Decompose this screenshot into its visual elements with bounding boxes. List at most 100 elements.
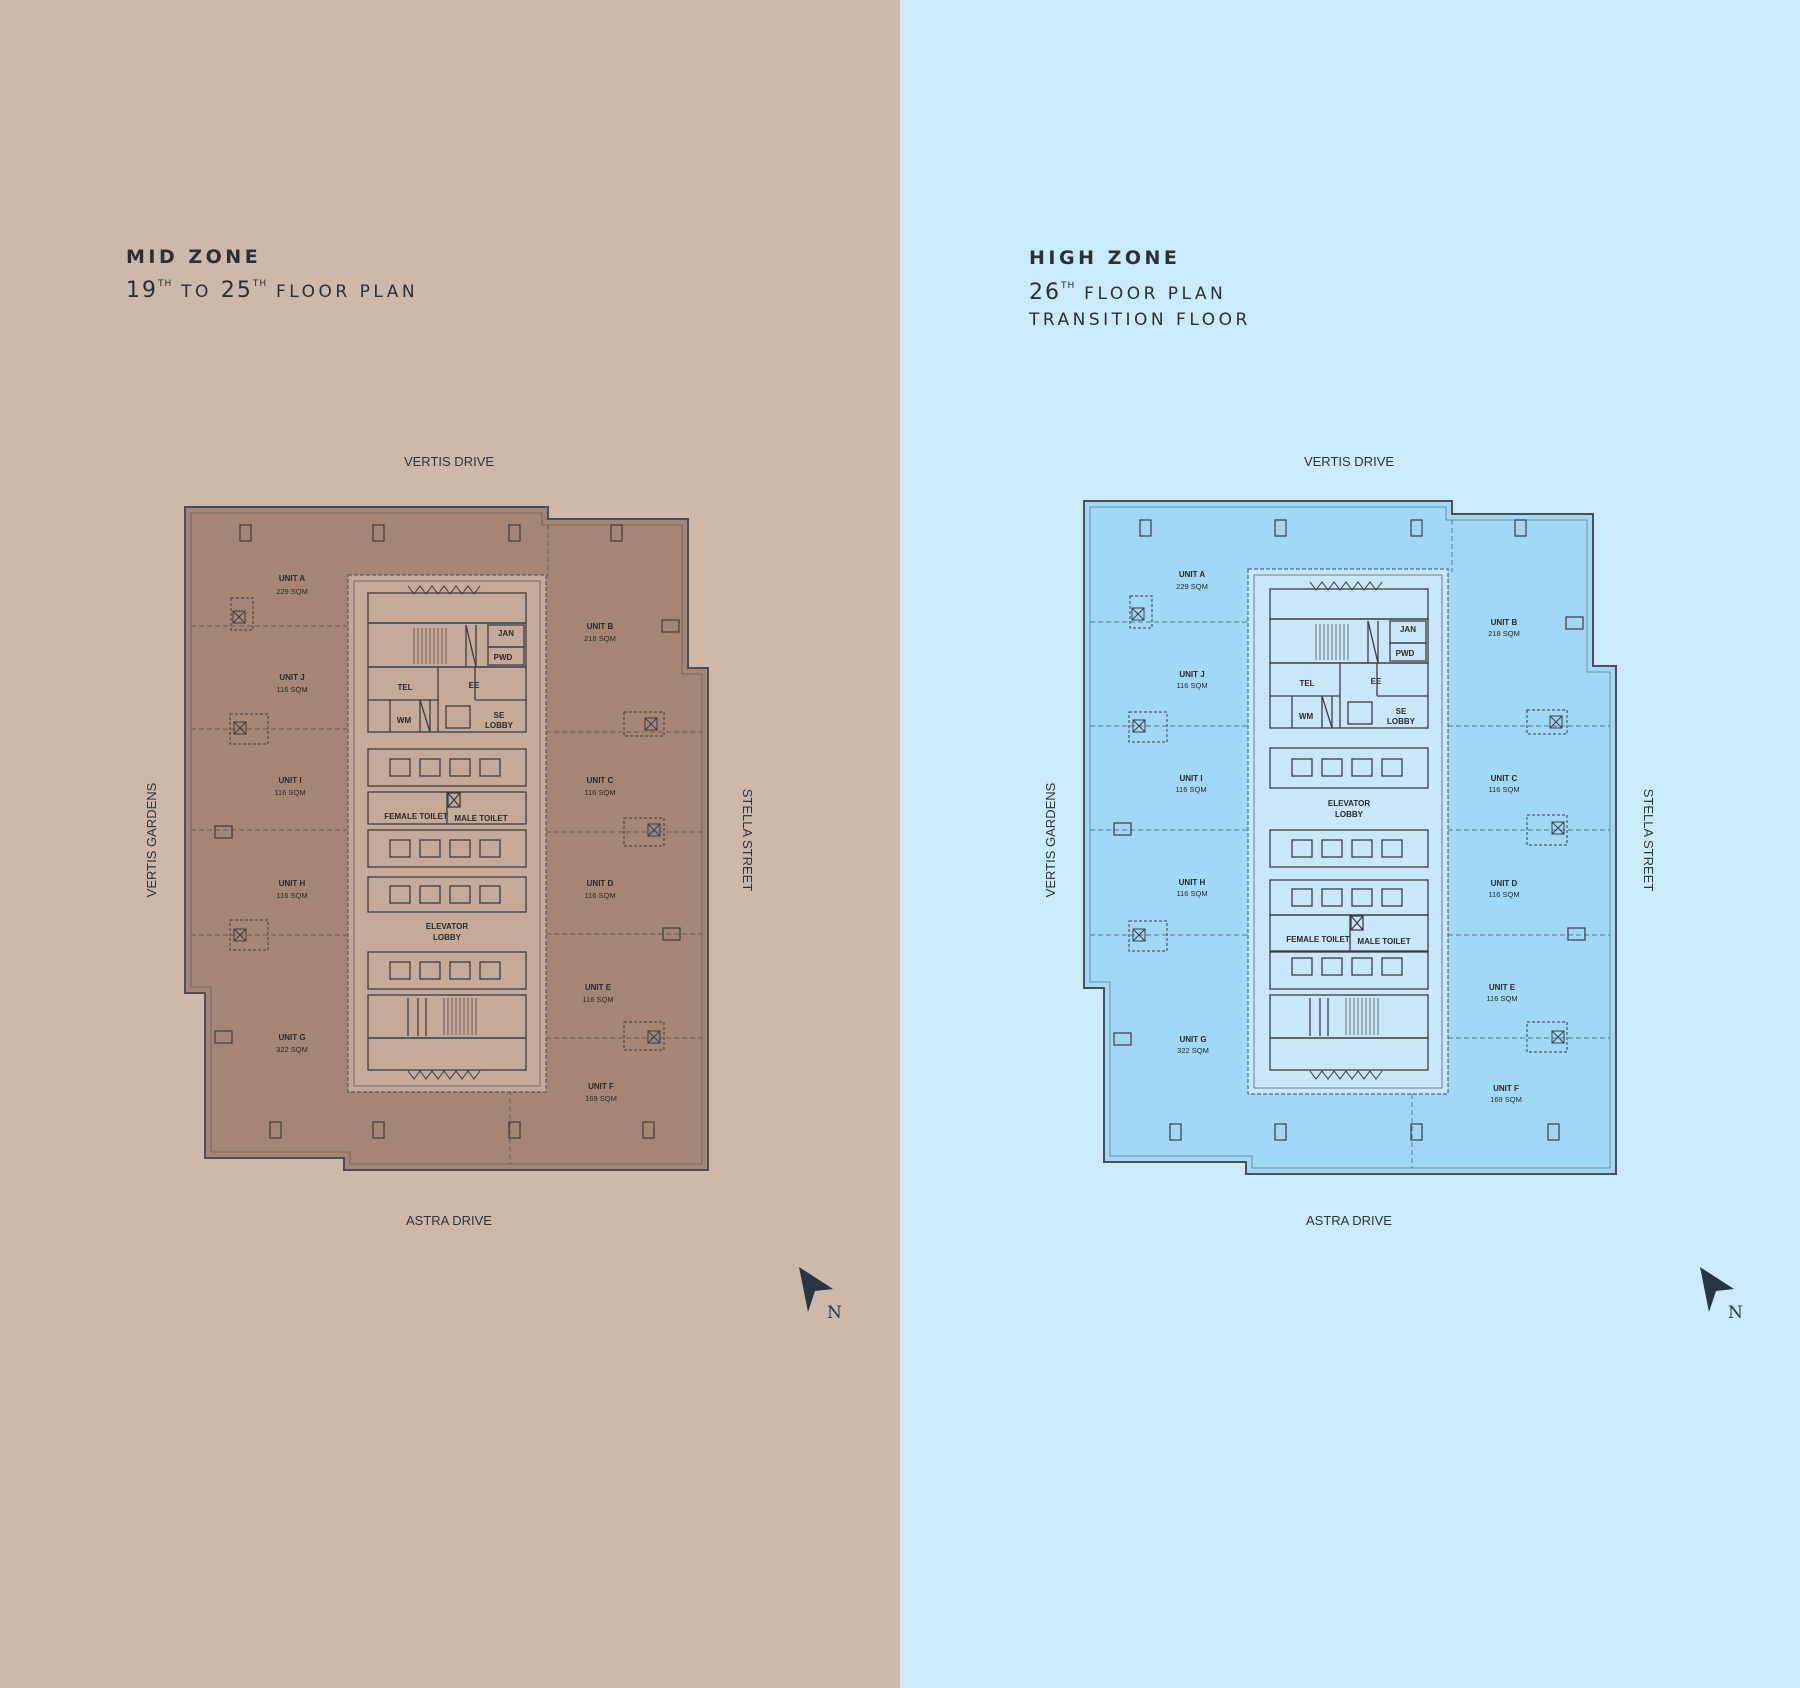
floor-subtitle: TRANSITION FLOOR xyxy=(1029,310,1251,330)
unit-j-area: 116 SQM xyxy=(1176,681,1207,690)
floor-plan-label: FLOOR PLAN xyxy=(276,282,419,302)
floor-from: 26 xyxy=(1029,280,1061,305)
unit-j-area: 116 SQM xyxy=(276,685,307,694)
unit-g-area: 322 SQM xyxy=(1177,1046,1209,1055)
street-right: STELLA STREET xyxy=(1641,789,1656,892)
unit-f-area: 169 SQM xyxy=(1490,1095,1522,1104)
unit-dividers xyxy=(1090,520,1610,1168)
column-markers xyxy=(1113,519,1586,1141)
north-arrow-icon: N xyxy=(1700,1267,1743,1323)
building-outline-inner xyxy=(190,512,703,1165)
unit-dividers xyxy=(191,525,702,1164)
unit-e-area: 116 SQM xyxy=(1486,994,1517,1003)
room-jan: JAN xyxy=(498,629,514,638)
unit-i-area: 116 SQM xyxy=(1175,785,1206,794)
unit-b-name: UNIT B xyxy=(1491,618,1518,627)
unit-b-area: 218 SQM xyxy=(584,634,616,643)
unit-h-area: 116 SQM xyxy=(276,891,307,900)
north-arrow-icon: N xyxy=(799,1267,842,1323)
floor-range: 19TH TO 25TH FLOOR PLAN xyxy=(126,278,418,303)
unit-d-name: UNIT D xyxy=(1491,879,1518,888)
unit-a-area: 229 SQM xyxy=(1176,582,1208,591)
mid-zone-panel: MID ZONE 19TH TO 25TH FLOOR PLAN VERTIS … xyxy=(0,0,900,1688)
room-male-toilet: MALE TOILET xyxy=(1357,937,1410,946)
core-inner-boundary xyxy=(1253,574,1443,1089)
fan-coil-symbols xyxy=(229,597,665,1051)
unit-labels: UNIT A 229 SQM UNIT B 218 SQM UNIT J 116… xyxy=(1175,570,1521,1104)
column-markers xyxy=(214,524,681,1139)
room-tel: TEL xyxy=(397,683,412,692)
room-elevator-lobby: ELEVATOR xyxy=(1328,799,1370,808)
zone-title: MID ZONE xyxy=(126,246,262,268)
room-female-toilet: FEMALE TOILET xyxy=(384,812,448,821)
unit-c-area: 116 SQM xyxy=(1488,785,1519,794)
unit-e-area: 116 SQM xyxy=(582,995,613,1004)
north-label: N xyxy=(1728,1303,1743,1323)
street-left: VERTIS GARDENS xyxy=(144,782,159,897)
unit-g-name: UNIT G xyxy=(1179,1035,1206,1044)
unit-c-name: UNIT C xyxy=(587,776,614,785)
room-elevator-lobby: ELEVATOR xyxy=(426,922,468,931)
floor-joiner: TO xyxy=(181,282,212,302)
unit-d-area: 116 SQM xyxy=(584,891,615,900)
zone-title: HIGH ZONE xyxy=(1029,247,1181,269)
core-details xyxy=(367,585,527,1080)
room-se-lobby: LOBBY xyxy=(1387,717,1416,726)
floor-from-suffix: TH xyxy=(158,279,173,289)
room-wm: WM xyxy=(1299,712,1314,721)
unit-h-name: UNIT H xyxy=(279,879,306,888)
unit-f-name: UNIT F xyxy=(1493,1084,1519,1093)
unit-j-name: UNIT J xyxy=(279,673,304,682)
core-boundary xyxy=(347,574,547,1093)
unit-e-name: UNIT E xyxy=(585,983,612,992)
unit-b-area: 218 SQM xyxy=(1488,629,1520,638)
unit-labels: UNIT A 229 SQM UNIT B 218 SQM UNIT J 116… xyxy=(274,574,616,1103)
floor-to-suffix: TH xyxy=(252,279,268,289)
unit-c-area: 116 SQM xyxy=(584,788,615,797)
unit-b-name: UNIT B xyxy=(587,622,614,631)
room-pwd: PWD xyxy=(494,653,513,662)
floor-plan-drawing: VERTIS DRIVE ASTRA DRIVE VERTIS GARDENS … xyxy=(1043,454,1743,1323)
street-right: STELLA STREET xyxy=(740,789,755,892)
fan-coil-symbols xyxy=(1128,595,1568,1053)
core-details xyxy=(1269,581,1429,1080)
room-ee: EE xyxy=(469,681,480,690)
street-left: VERTIS GARDENS xyxy=(1043,782,1058,897)
street-top: VERTIS DRIVE xyxy=(404,454,494,469)
core-inner-boundary xyxy=(353,580,541,1087)
unit-g-name: UNIT G xyxy=(278,1033,305,1042)
room-pwd: PWD xyxy=(1396,649,1415,658)
floor-from: 19 xyxy=(126,278,158,303)
unit-i-area: 116 SQM xyxy=(274,788,305,797)
room-female-toilet: FEMALE TOILET xyxy=(1286,935,1350,944)
floor-from-suffix: TH xyxy=(1061,281,1076,291)
unit-i-name: UNIT I xyxy=(1179,774,1202,783)
room-tel: TEL xyxy=(1299,679,1314,688)
north-label: N xyxy=(827,1303,842,1323)
room-se-lobby: LOBBY xyxy=(485,721,514,730)
floor-plan-drawing: VERTIS DRIVE ASTRA DRIVE VERTIS GARDENS … xyxy=(144,454,842,1323)
unit-h-name: UNIT H xyxy=(1179,878,1206,887)
unit-i-name: UNIT I xyxy=(278,776,301,785)
room-ee: EE xyxy=(1371,677,1382,686)
room-jan: JAN xyxy=(1400,625,1416,634)
unit-h-area: 116 SQM xyxy=(1176,889,1207,898)
unit-a-name: UNIT A xyxy=(1179,570,1206,579)
unit-e-name: UNIT E xyxy=(1489,983,1516,992)
floor-plan-label: FLOOR PLAN xyxy=(1084,284,1227,304)
unit-a-area: 229 SQM xyxy=(276,587,308,596)
unit-c-name: UNIT C xyxy=(1491,774,1518,783)
street-bottom: ASTRA DRIVE xyxy=(1306,1213,1392,1228)
room-male-toilet: MALE TOILET xyxy=(454,814,507,823)
unit-g-area: 322 SQM xyxy=(276,1045,308,1054)
unit-j-name: UNIT J xyxy=(1179,670,1204,679)
street-top: VERTIS DRIVE xyxy=(1304,454,1394,469)
unit-f-area: 169 SQM xyxy=(585,1094,617,1103)
floor-range: 26TH FLOOR PLAN xyxy=(1029,280,1226,305)
unit-d-area: 116 SQM xyxy=(1488,890,1519,899)
unit-f-name: UNIT F xyxy=(588,1082,614,1091)
room-wm: WM xyxy=(397,716,412,725)
room-se: SE xyxy=(494,711,505,720)
high-zone-panel: HIGH ZONE 26TH FLOOR PLAN TRANSITION FLO… xyxy=(900,0,1800,1688)
building-outline-inner xyxy=(1089,506,1611,1169)
